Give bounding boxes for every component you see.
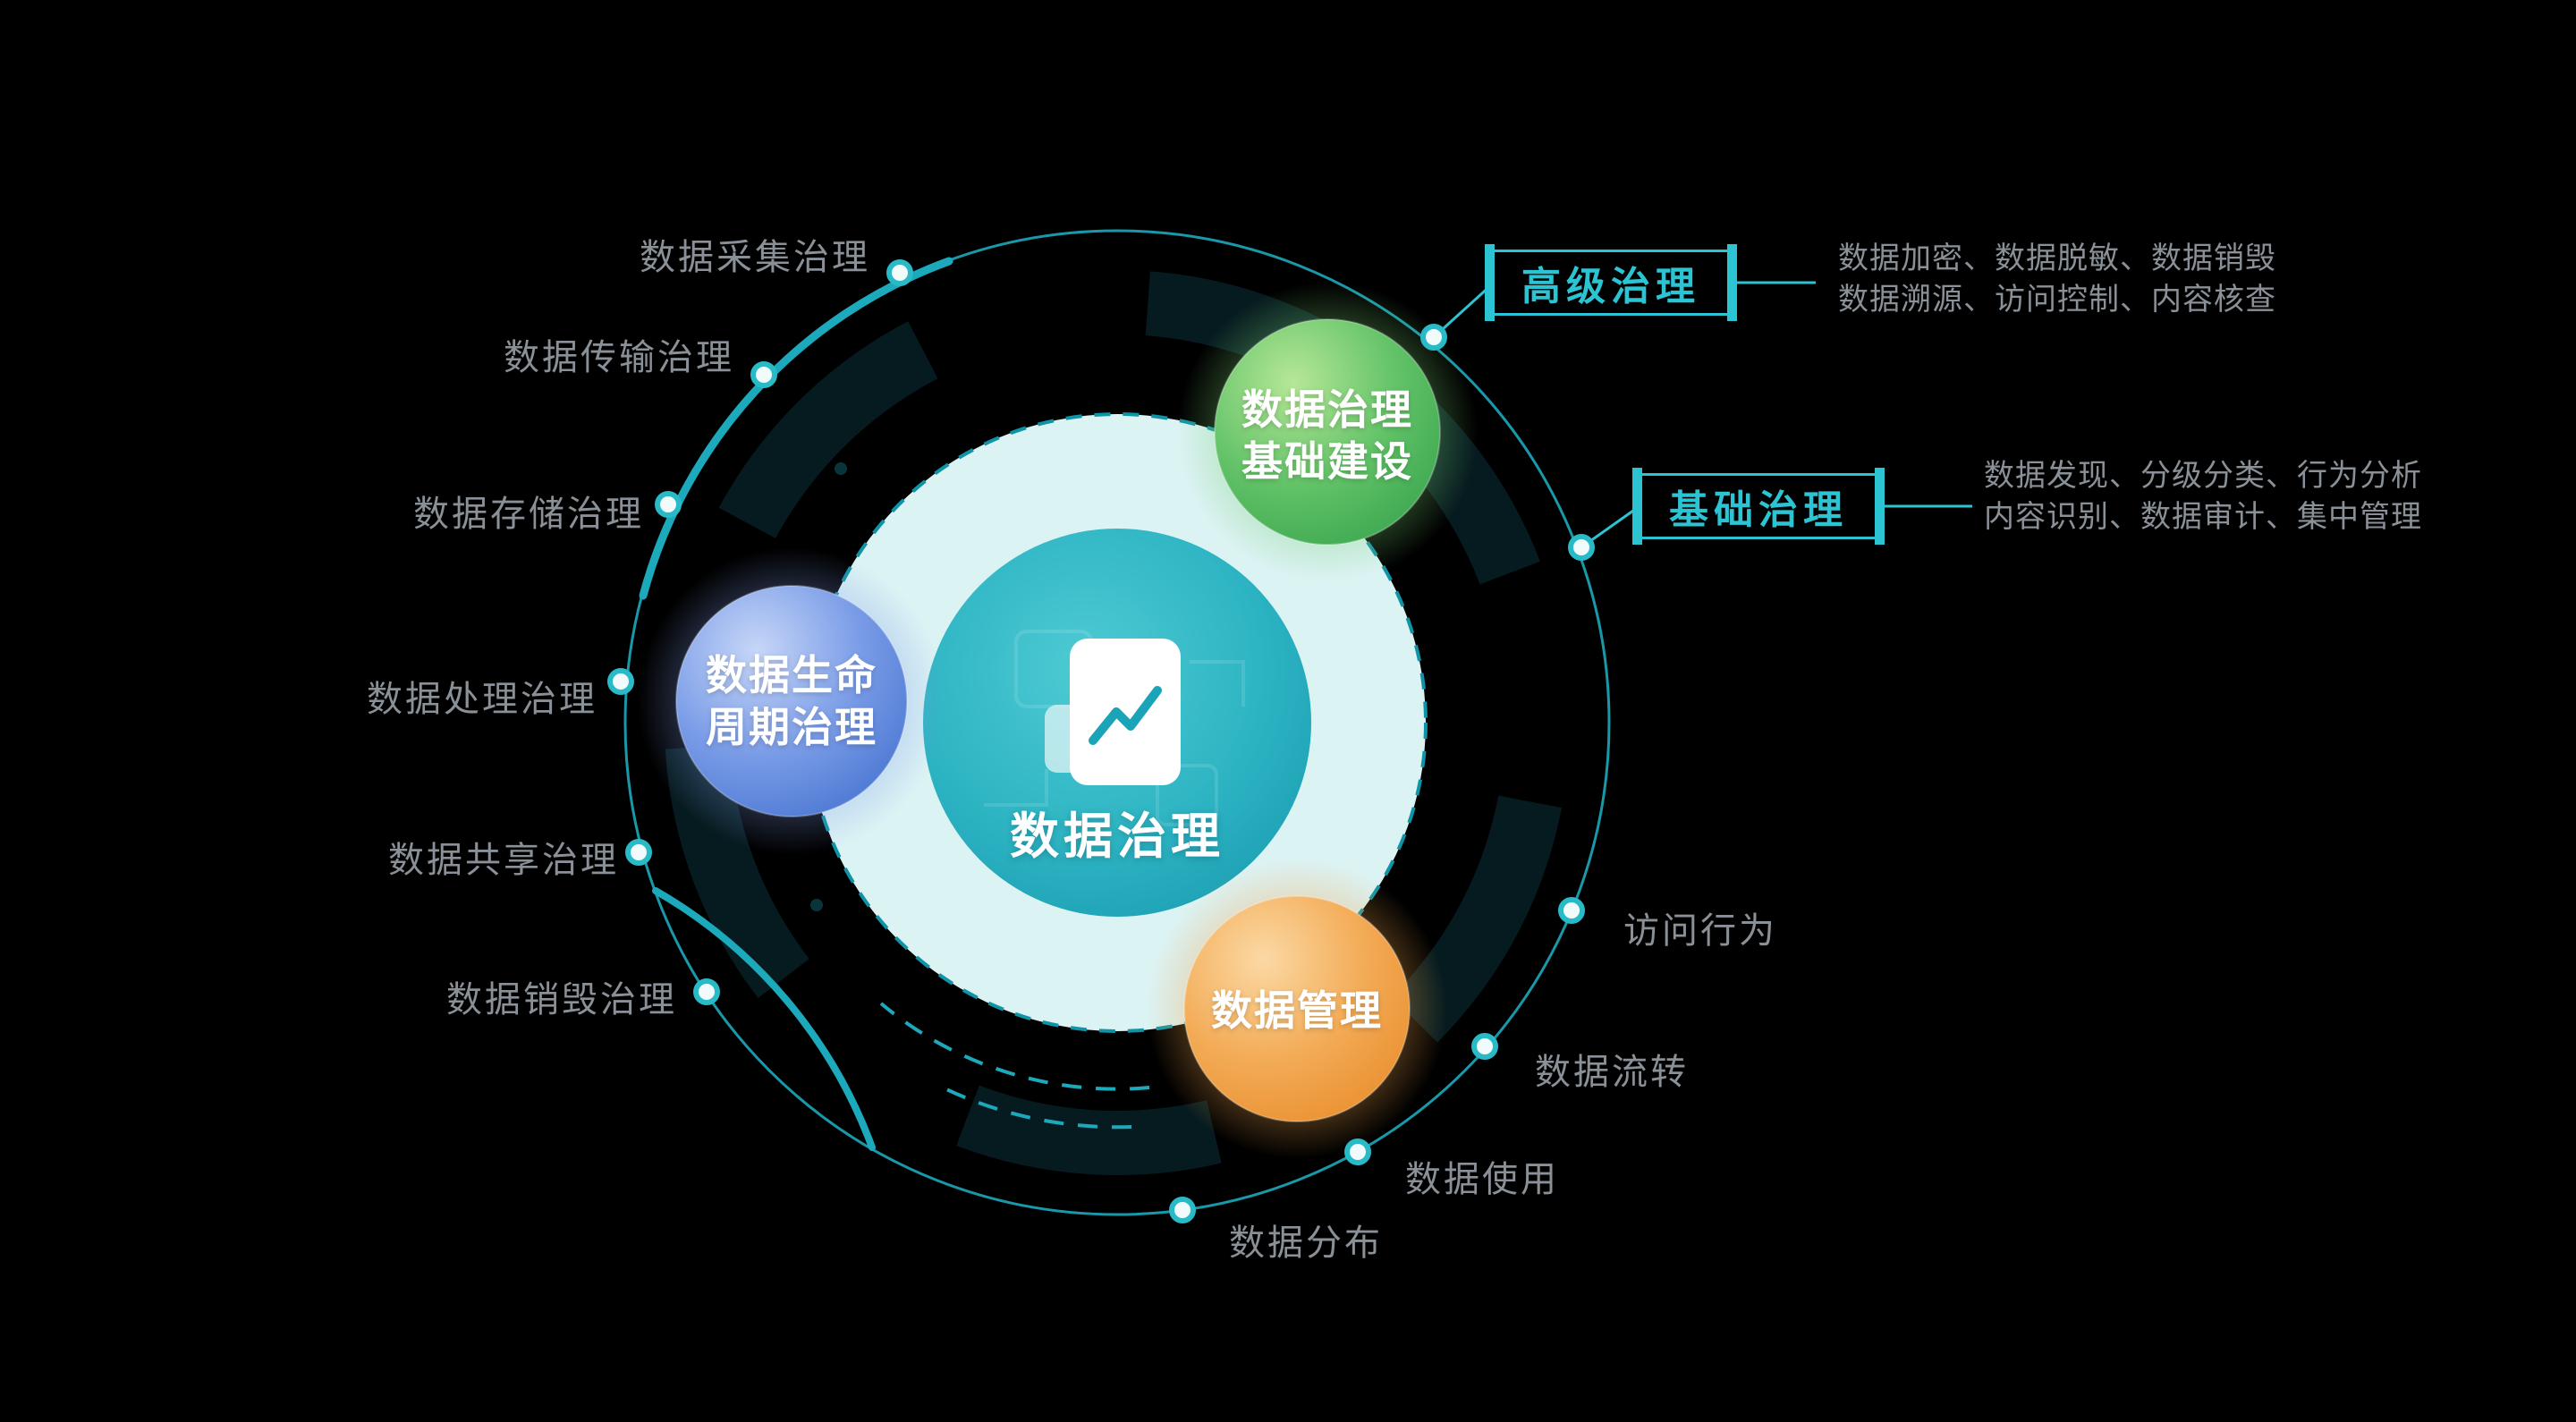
center-circle [923, 529, 1311, 917]
bubble-green [1177, 282, 1478, 582]
ring-node [1420, 324, 1447, 351]
ring-node [886, 259, 913, 286]
ring-label-storage: 数据存储治理 [413, 495, 644, 534]
callout-basic-desc-line1: 数据发现、分级分类、行为分析 [1984, 459, 2422, 493]
callout-advanced-description: 数据加密、数据脱敏、数据销毁 数据溯源、访问控制、内容核查 [1838, 238, 2276, 320]
ring-label-destruction: 数据销毁治理 [446, 980, 677, 1020]
ring-node [693, 978, 720, 1005]
callout-basic-box: 基础治理 [1632, 468, 1885, 545]
outer-orbit-ring [623, 229, 1611, 1216]
callout-basic-description: 数据发现、分级分类、行为分析 内容识别、数据审计、集中管理 [1984, 455, 2422, 537]
ring-label-processing: 数据处理治理 [367, 680, 597, 719]
bubble-green-line2: 基础建设 [1241, 438, 1413, 485]
bubble-orange [1147, 859, 1447, 1159]
bubble-orange-label: 数据管理 [1211, 985, 1383, 1037]
ring-label-data-distribution: 数据分布 [1229, 1223, 1383, 1263]
bubble-green-line1: 数据治理 [1241, 386, 1413, 433]
bubble-blue [638, 547, 945, 855]
center-title: 数据治理 [1009, 808, 1225, 864]
callout-basic-desc-line2: 内容识别、数据审计、集中管理 [1984, 500, 2422, 534]
ring-node [625, 839, 652, 866]
ring-label-data-flow: 数据流转 [1535, 1053, 1689, 1092]
callout-advanced-desc-line1: 数据加密、数据脱敏、数据销毁 [1838, 241, 2276, 275]
bubble-blue-line2: 周期治理 [706, 704, 877, 750]
bubble-orange-line1: 数据管理 [1211, 987, 1383, 1034]
ring-label-access-behavior: 访问行为 [1623, 911, 1777, 951]
ring-node [1558, 897, 1585, 924]
bubble-blue-line1: 数据生命 [706, 652, 877, 698]
ring-label-collection: 数据采集治理 [640, 238, 870, 277]
ring-label-sharing: 数据共享治理 [388, 841, 619, 880]
bubble-green-label: 数据治理 基础建设 [1241, 384, 1413, 487]
ring-label-data-usage: 数据使用 [1405, 1160, 1559, 1199]
ring-nodes [607, 259, 1595, 1223]
ring-label-transmission: 数据传输治理 [504, 338, 734, 377]
ring-node [1169, 1197, 1196, 1223]
ring-node [1568, 534, 1595, 561]
ring-node [655, 491, 682, 518]
callout-advanced-title: 高级治理 [1521, 265, 1700, 309]
ring-node [1344, 1138, 1371, 1165]
callout-advanced-box: 高级治理 [1485, 244, 1737, 321]
callout-basic-title: 基础治理 [1669, 488, 1848, 532]
ring-node [750, 361, 777, 388]
ring-node [607, 668, 634, 695]
callout-advanced-desc-line2: 数据溯源、访问控制、内容核查 [1838, 283, 2276, 317]
bubble-blue-label: 数据生命 周期治理 [706, 649, 877, 753]
chart-document-icon [1045, 639, 1181, 785]
ring-node [1471, 1033, 1498, 1060]
